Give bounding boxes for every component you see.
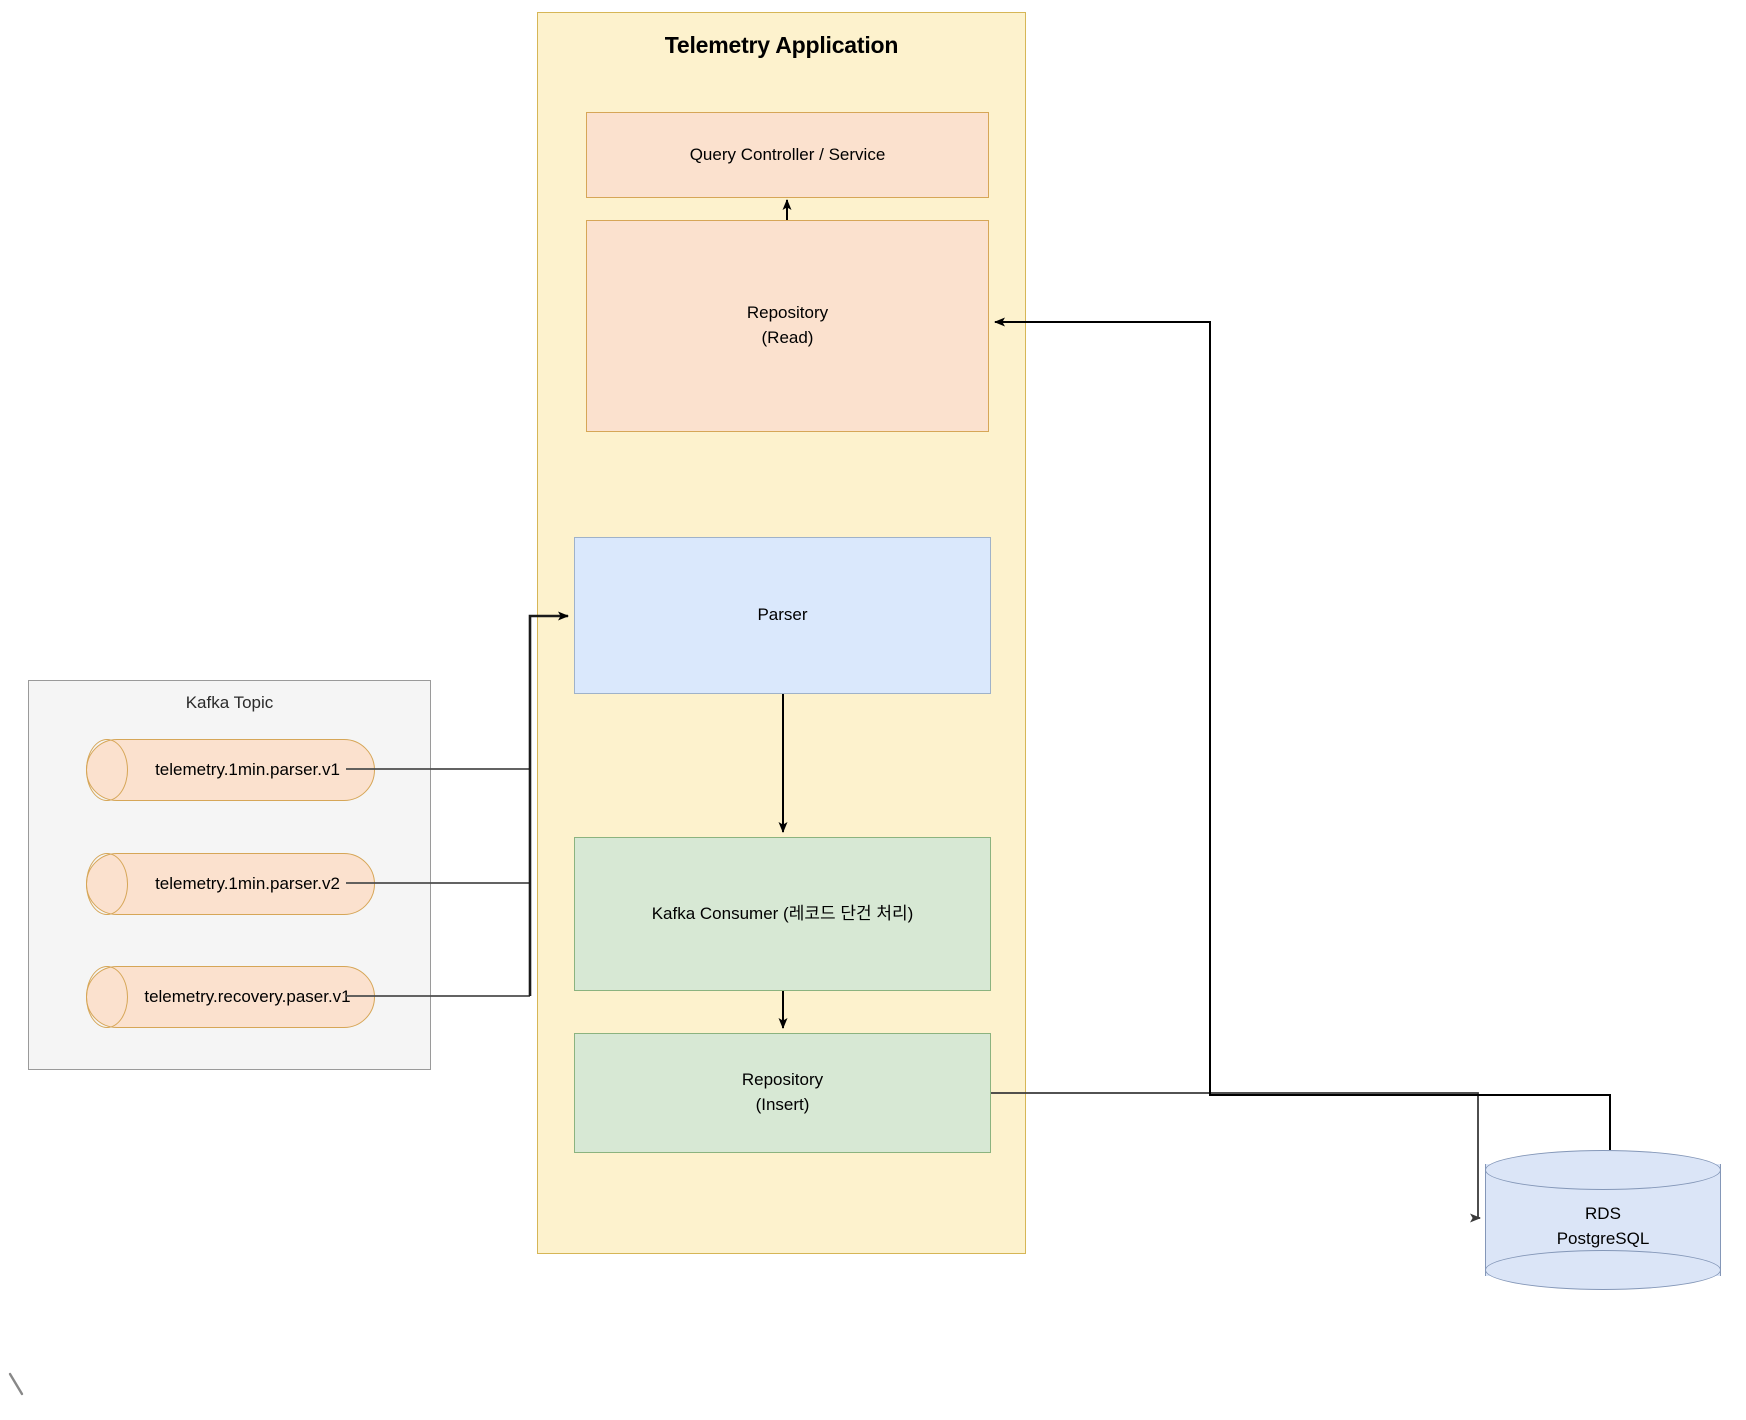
arrow-repository-insert-to-rds xyxy=(991,1092,1481,1223)
query-controller-service-box[interactable]: Query Controller / Service xyxy=(586,112,989,198)
repository-insert-box[interactable]: Repository (Insert) xyxy=(574,1033,991,1153)
rds-label: RDS PostgreSQL xyxy=(1556,1204,1650,1248)
arrow-rds-to-repository-read xyxy=(994,317,1611,1150)
page-title: Telemetry Application xyxy=(664,32,899,58)
kafka-topic-item[interactable]: telemetry.1min.parser.v2 xyxy=(86,853,375,916)
stray-mark xyxy=(8,1372,24,1396)
kafka-topic-item[interactable]: telemetry.1min.parser.v1 xyxy=(86,739,375,802)
kafka-consumer-box[interactable]: Kafka Consumer (레코드 단건 처리) xyxy=(574,837,991,991)
kafka-topic-item[interactable]: telemetry.recovery.paser.v1 xyxy=(86,966,375,1029)
repository-read-box[interactable]: Repository (Read) xyxy=(586,220,989,432)
kafka-topic-group-title: Kafka Topic xyxy=(185,693,274,712)
cylinder-bottom-ellipse xyxy=(1485,1250,1721,1290)
parser-box[interactable]: Parser xyxy=(574,537,991,694)
kafka-topic-group[interactable]: Kafka Topic telemetry.1min.parser.v1 tel… xyxy=(28,680,431,1070)
cylinder-top-ellipse xyxy=(1485,1150,1721,1190)
rds-postgresql-database[interactable]: RDS PostgreSQL xyxy=(1485,1150,1721,1290)
